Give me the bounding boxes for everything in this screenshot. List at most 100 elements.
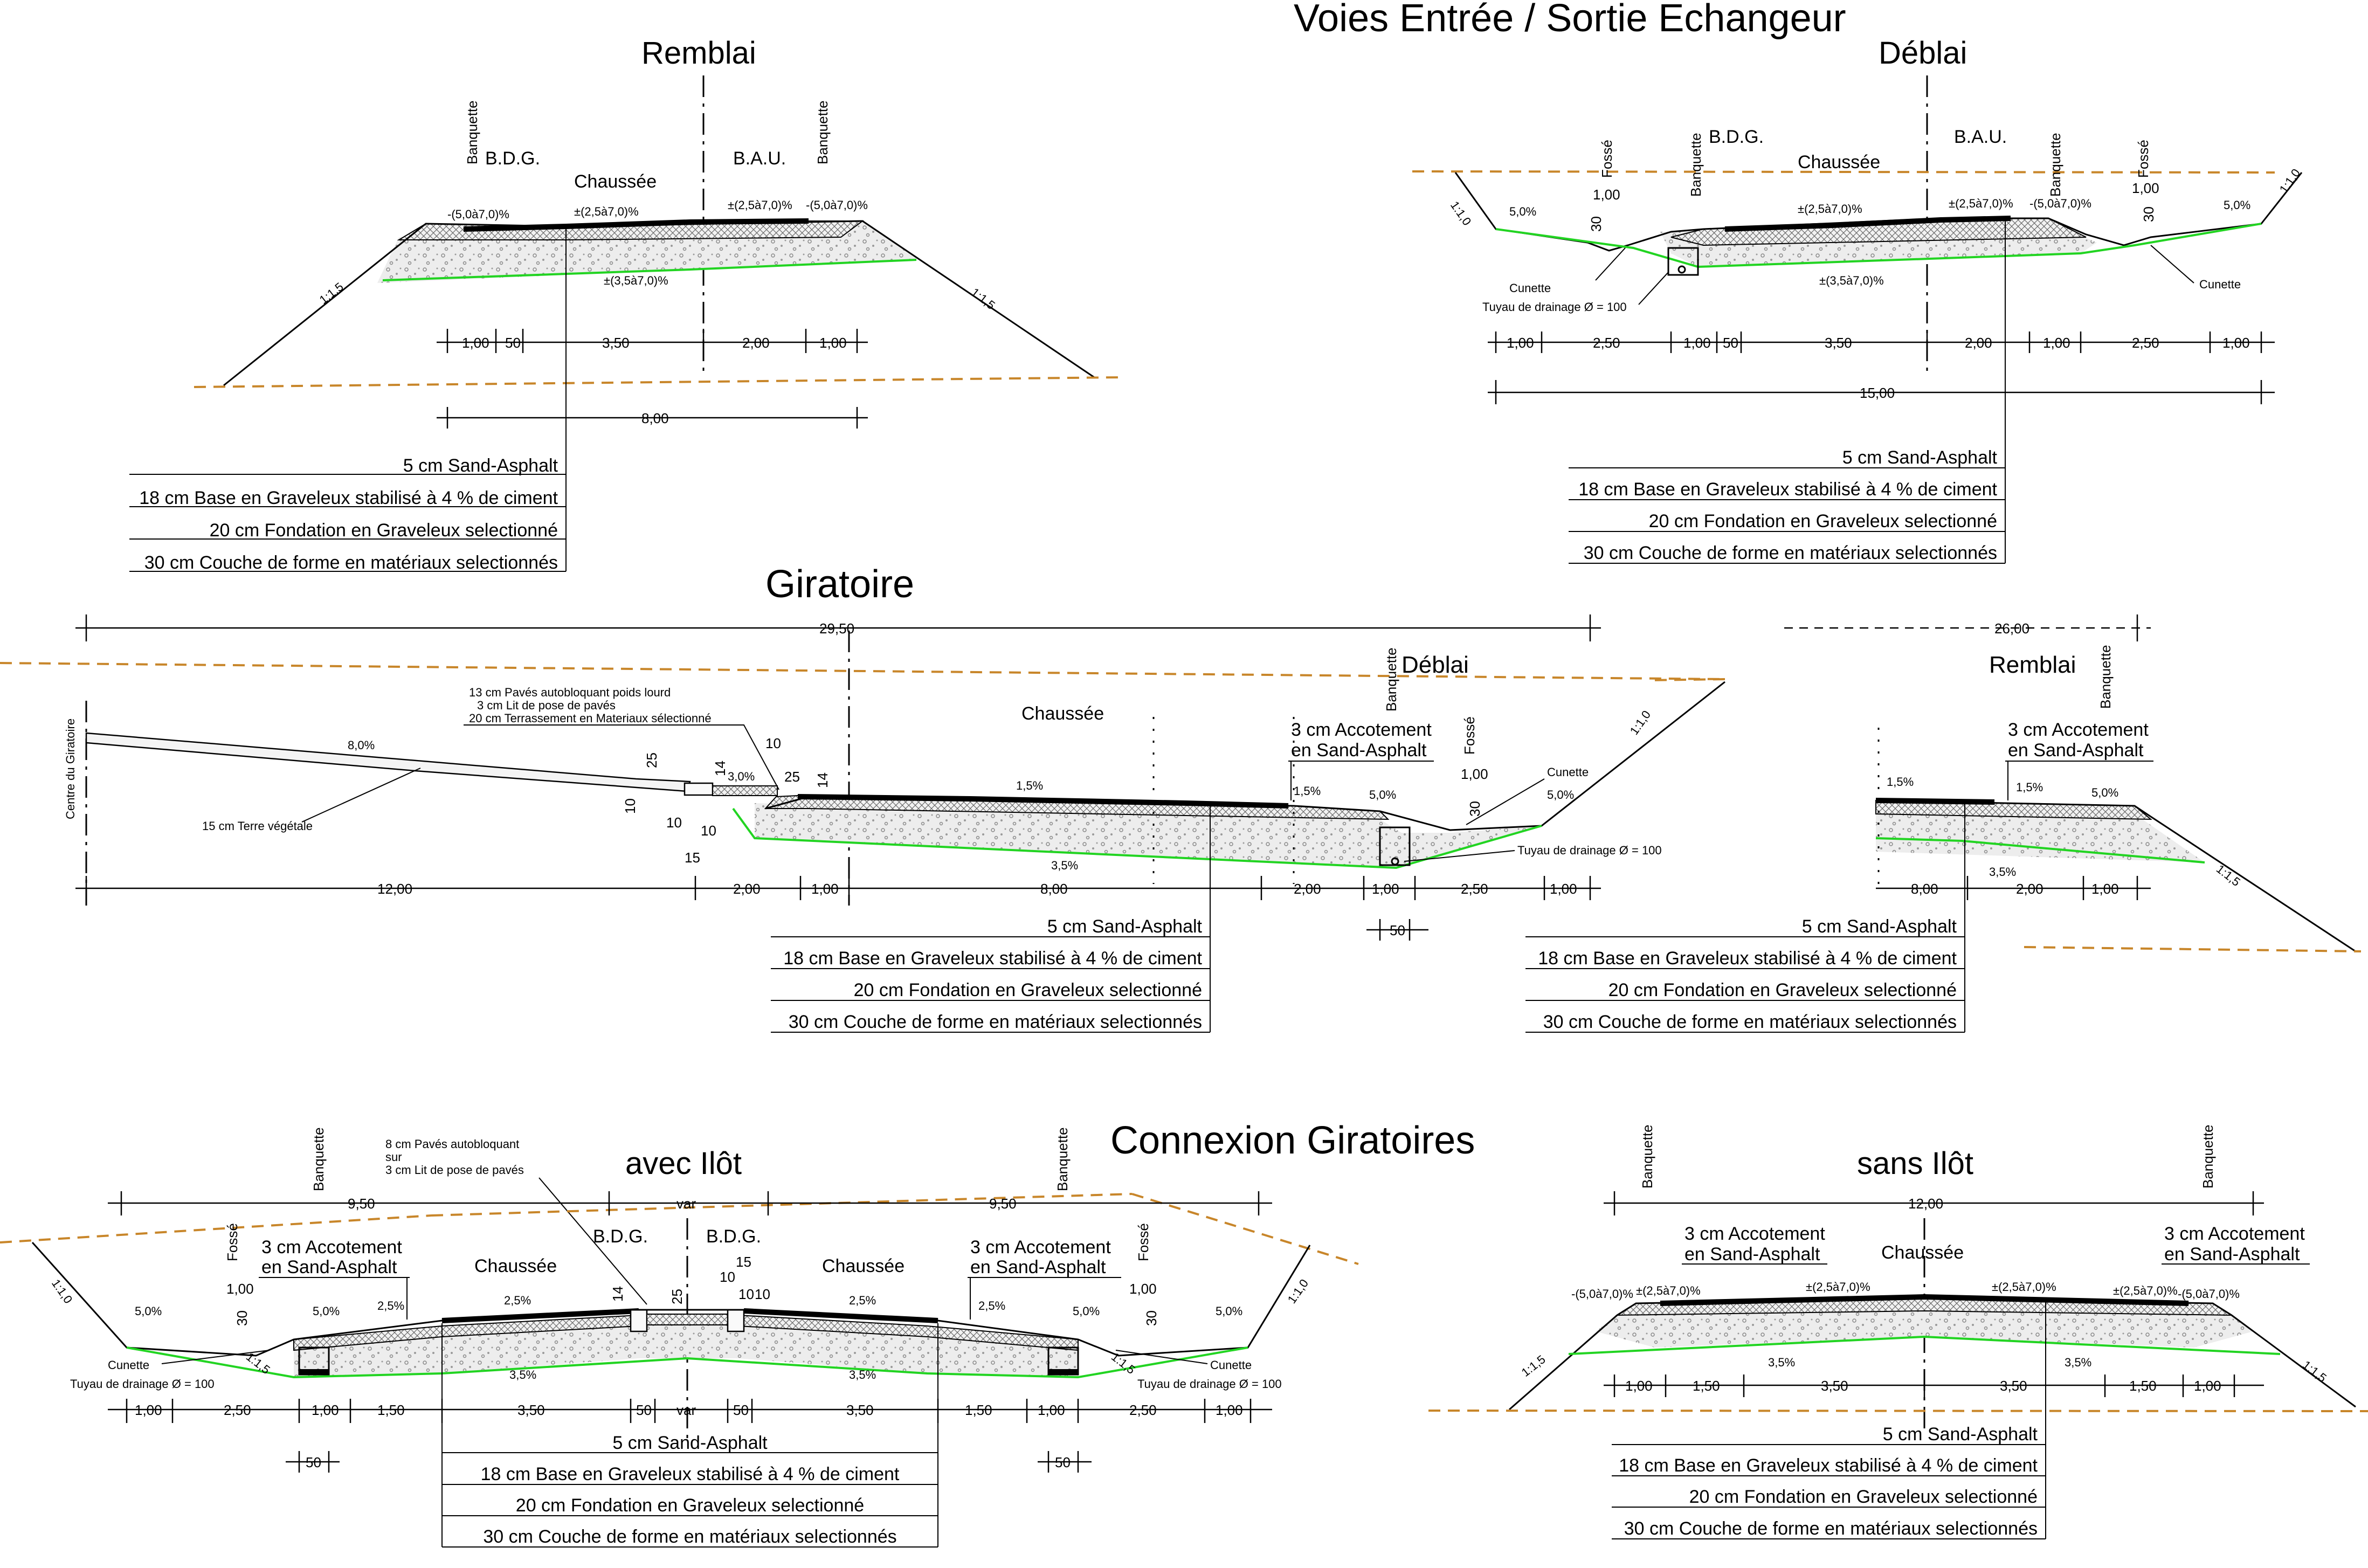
slope-text: ±(2,5à7,0)% [1949,197,2013,210]
small-dim: 1,00 [226,1281,254,1297]
layer-table: 5 cm Sand-Asphalt 18 cm Base en Graveleu… [441,1323,938,1548]
dim-text: 2,00 [2016,881,2043,897]
layer-table: 5 cm Sand-Asphalt 18 cm Base en Graveleu… [1612,1424,2046,1539]
talus-text: 1:1,0 [49,1277,75,1306]
slope-text: 3,5% [2065,1356,2091,1369]
slope-text: ±(3,5à7,0)% [604,274,668,287]
talus-text: 1:1,0 [1448,199,1474,228]
bdg-label: B.D.G. [706,1226,761,1247]
accotement-label: 3 cm Accotement [1684,1224,1825,1244]
centre-label: Centre du Giratoire [64,719,77,819]
bdg-label: B.D.G. [593,1226,648,1247]
layer-row: 18 cm Base en Graveleux stabilisé à 4 % … [139,488,558,508]
layer-row: 30 cm Couche de forme en matériaux selec… [144,552,558,573]
small-dim: 1,00 [1461,766,1488,782]
slope-text: 5,0% [2091,786,2118,799]
small-dim: 10 [622,798,638,814]
banquette-label: Banquette [2047,133,2063,197]
cunette-label: Cunette [1210,1358,1252,1372]
dim-text: 1,00 [819,335,847,351]
layer-row: 20 cm Fondation en Graveleux selectionné [1649,511,1997,531]
bau-label: B.A.U. [733,148,786,169]
fosse-label: Fossé [224,1223,240,1261]
slope-text: -(5,0à7,0)% [447,208,509,221]
slope-text: 3,5% [509,1368,536,1382]
small-dim: 30 [1143,1310,1159,1326]
slope-text: 8,0% [348,738,375,752]
cunette-label: Cunette [1547,765,1589,779]
layer-row: 5 cm Sand-Asphalt [612,1433,768,1453]
slope-text: 5,0% [2224,198,2250,212]
accotement-label: en Sand-Asphalt [261,1257,397,1277]
bdg-label: B.D.G. [1709,127,1764,147]
accotement-label: 3 cm Accotement [261,1237,402,1258]
small-dim: 14 [712,761,728,776]
slope-text: 3,5% [849,1368,876,1382]
small-dim: 10 [755,1286,770,1302]
banquette-label: Banquette [1688,133,1704,197]
layer-row: 30 cm Couche de forme en matériaux selec… [1624,1518,2038,1539]
paves-label: 3 cm Lit de pose de pavés [385,1163,524,1177]
dim-text: 3,50 [1825,335,1852,351]
layer-row: 20 cm Fondation en Graveleux selectionné [210,520,558,541]
slope-text: ±(2,5à7,0)% [1992,1280,2056,1294]
dim-text: 50 [1390,922,1405,938]
accotement-label: 3 cm Accotement [2164,1224,2305,1244]
slope-text: 5,0% [1509,205,1536,218]
drain-box [1667,247,1699,276]
dim-text: 1,00 [2043,335,2070,351]
section-avec-ilot: avec Ilôt 8 cm Pavés autobloquant sur 3 … [0,1127,1359,1548]
avec-ilot-title: avec Ilôt [625,1146,742,1181]
slope-text: -(5,0à7,0)% [2178,1287,2240,1301]
small-dim: 1,00 [1593,186,1620,203]
slope-text: ±(2,5à7,0)% [728,198,792,212]
deblai-title: Déblai [1879,36,1967,71]
slope-text: 5,0% [135,1304,162,1318]
bdg-label: B.D.G. [485,148,540,169]
small-dim: 1,00 [1129,1281,1157,1297]
fosse-label: Fossé [1599,140,1615,178]
natural-ground [0,662,1725,680]
chaussee-label: Chaussée [1021,703,1104,724]
layer-row: 20 cm Fondation en Graveleux selectionné [1608,980,1957,1000]
chaussee-label: Chaussée [574,171,657,192]
cunette-label: Cunette [1509,281,1551,295]
slope-text: 3,5% [1989,865,2016,879]
dim-text: 2,50 [224,1402,251,1418]
embankment-outline [1875,799,2356,952]
layer-row: 18 cm Base en Graveleux stabilisé à 4 % … [783,948,1202,969]
dim-text: 3,50 [517,1402,545,1418]
slope-text: -(5,0à7,0)% [806,198,868,212]
fosse-label: Fossé [1135,1223,1151,1261]
dim-total-text: 26,00 [1994,620,2029,637]
natural-ground [1412,170,2275,174]
talus-text: 1:1,5 [2300,1358,2329,1385]
paves-label: 8 cm Pavés autobloquant [385,1137,519,1151]
small-dim: 15 [685,849,700,866]
chaussee-label: Chaussée [474,1256,557,1276]
dim-text: 1,00 [811,881,839,897]
paves-label: 20 cm Terrassement en Materiaux sélectio… [469,712,712,725]
banquette-label: Banquette [1639,1124,1655,1189]
banquette-label: Banquette [310,1127,327,1191]
terre-label: 15 cm Terre végétale [202,819,313,833]
slope-text: 5,0% [1216,1304,1242,1318]
dim-text: var [676,1196,696,1212]
drain-pipe [1048,1369,1078,1374]
slope-text: 3,5% [1051,859,1078,872]
section-sans-ilot: sans Ilôt Banquette Banquette 12,00 3 cm… [1428,1124,2368,1539]
small-dim: 10 [666,814,682,831]
dim-ticks [446,329,858,353]
talus-text: 1:1,0 [2277,166,2303,195]
small-dim: 30 [234,1310,250,1326]
bordure [630,1309,648,1332]
dim-text: 1,00 [462,335,489,351]
cunette-label: Cunette [108,1358,149,1372]
dim-text: 1,50 [377,1402,405,1418]
slope-text: -(5,0à7,0)% [1571,1287,1633,1301]
dim-text: 1,00 [1625,1378,1653,1394]
chaussee-label: Chaussée [1798,152,1880,172]
layer-table: 5 cm Sand-Asphalt 18 cm Base en Graveleu… [1569,447,2005,564]
dim-text: 12,00 [377,881,412,897]
talus-text: 1:1,5 [317,280,346,307]
